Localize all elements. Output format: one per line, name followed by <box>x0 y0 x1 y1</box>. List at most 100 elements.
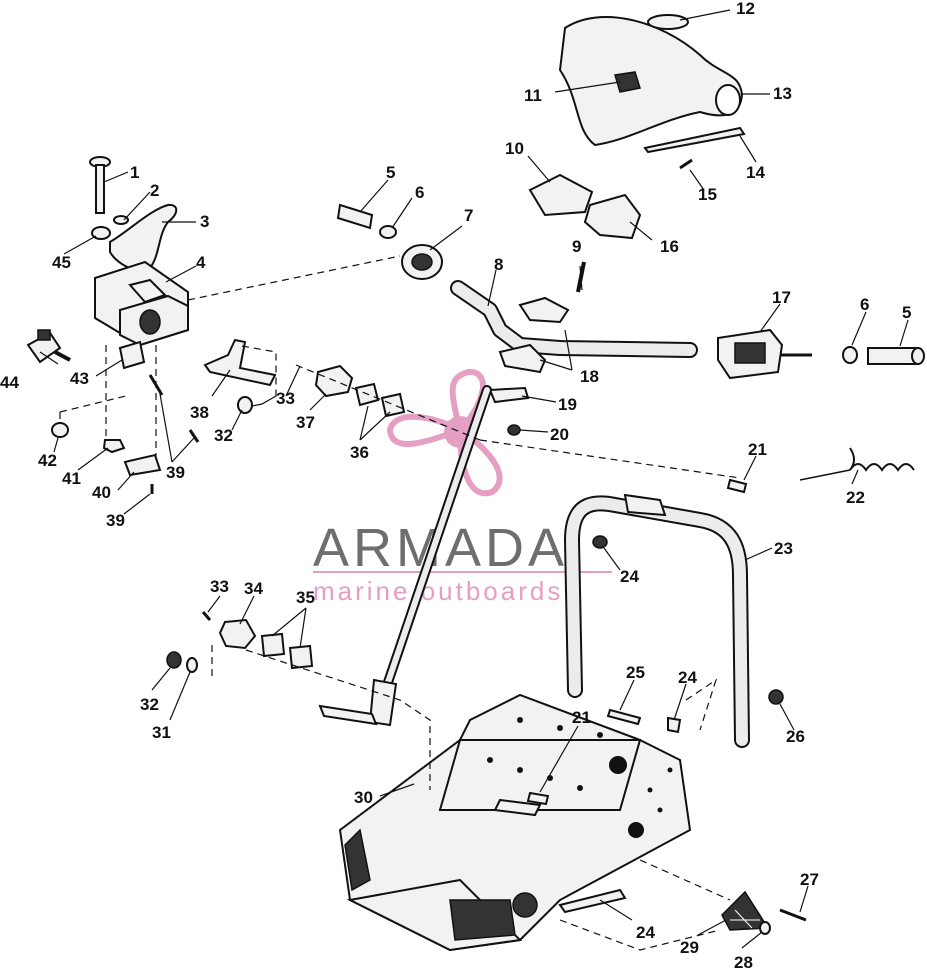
part-clamp-upper <box>518 296 570 324</box>
part-screw-27 <box>779 908 807 922</box>
part-emblem-12 <box>647 14 689 30</box>
callout-22: 22 <box>846 488 865 507</box>
part-switch-44 <box>26 329 71 364</box>
part-switch-10 <box>528 173 594 217</box>
callout-29: 29 <box>680 938 699 957</box>
part-bracket-38 <box>203 338 277 387</box>
callout-5b: 5 <box>902 303 911 322</box>
callout-45: 45 <box>52 253 71 272</box>
part-bracket-19 <box>488 386 530 404</box>
callout-37: 37 <box>296 413 315 432</box>
callout-20: 20 <box>550 425 569 444</box>
part-bracket-43 <box>118 340 146 370</box>
callout-43: 43 <box>70 369 89 388</box>
callout-38: 38 <box>190 403 209 422</box>
part-frame-tube-23 <box>564 493 750 748</box>
callout-21b: 21 <box>572 708 591 727</box>
leader-lines <box>39 9 909 949</box>
callout-6b: 6 <box>860 295 869 314</box>
callout-24b: 24 <box>678 668 697 687</box>
watermark-tagline: marine outboards <box>313 576 563 606</box>
part-housing-16 <box>583 193 642 240</box>
callout-33a: 33 <box>276 389 295 408</box>
part-washer-28 <box>759 921 771 935</box>
callout-27: 27 <box>800 870 819 889</box>
callout-30: 30 <box>354 788 373 807</box>
callout-34: 34 <box>244 579 263 598</box>
part-trim-14 <box>643 126 746 154</box>
callout-44: 44 <box>0 373 19 392</box>
part-bolt-1 <box>89 156 111 214</box>
part-grip-5a <box>336 203 374 230</box>
callout-12: 12 <box>736 0 755 18</box>
callout-24c: 24 <box>636 923 655 942</box>
part-nut-24a <box>592 535 608 549</box>
callout-4: 4 <box>196 253 206 272</box>
part-nut-20 <box>507 424 521 436</box>
callout-15: 15 <box>698 185 717 204</box>
part-lever-3 <box>109 203 178 272</box>
callout-21a: 21 <box>748 440 767 459</box>
callout-40: 40 <box>92 483 111 502</box>
part-cap-6a <box>379 225 397 239</box>
part-grip-5b <box>867 347 925 365</box>
part-washer-45 <box>91 226 111 240</box>
callout-31: 31 <box>152 723 171 742</box>
callout-23: 23 <box>774 539 793 558</box>
callout-9: 9 <box>572 237 581 256</box>
part-screw-33b <box>201 611 212 621</box>
part-bolt-21b <box>526 791 550 806</box>
part-bushings-36 <box>354 382 406 418</box>
callout-33b: 33 <box>210 577 229 596</box>
callout-35: 35 <box>296 588 315 607</box>
callout-39b: 39 <box>106 511 125 530</box>
callout-32b: 32 <box>140 695 159 714</box>
callout-14: 14 <box>746 163 765 182</box>
part-cable-22 <box>799 447 915 481</box>
callout-36: 36 <box>350 443 369 462</box>
part-bolt-25 <box>606 708 642 726</box>
callout-42: 42 <box>38 451 57 470</box>
callout-10: 10 <box>505 139 524 158</box>
callout-6a: 6 <box>415 183 424 202</box>
part-housing-4 <box>94 260 189 347</box>
callout-41: 41 <box>62 469 81 488</box>
part-nut-32b <box>166 651 182 669</box>
callout-8: 8 <box>494 255 503 274</box>
part-screw-15 <box>679 158 693 170</box>
part-clip-24b <box>667 716 682 734</box>
part-cap-6b <box>842 346 858 364</box>
part-bracket-24c <box>558 888 627 914</box>
part-grommet-42 <box>51 422 69 438</box>
callout-16: 16 <box>660 237 679 256</box>
part-pin-21a <box>726 478 748 494</box>
callout-1: 1 <box>130 163 139 182</box>
part-hood-11 <box>558 16 744 147</box>
callout-25: 25 <box>626 663 645 682</box>
part-clamp-18 <box>498 343 547 374</box>
callout-13: 13 <box>773 84 792 103</box>
part-chassis <box>338 693 692 952</box>
part-steering-column <box>318 385 492 727</box>
part-handlebar-8 <box>450 280 698 358</box>
part-plate-40 <box>123 453 162 477</box>
callout-2: 2 <box>150 181 159 200</box>
part-bushings-35 <box>260 632 314 670</box>
part-control-17 <box>717 328 812 380</box>
callout-5a: 5 <box>386 163 395 182</box>
callout-3: 3 <box>200 212 209 231</box>
part-clip-2 <box>113 215 129 225</box>
part-nut-41 <box>102 439 126 454</box>
assembly-lines <box>59 255 741 951</box>
callout-24a: 24 <box>620 567 639 586</box>
callout-26: 26 <box>786 727 805 746</box>
part-nut-32a <box>237 396 253 414</box>
callout-19: 19 <box>558 395 577 414</box>
callout-28: 28 <box>734 953 753 971</box>
part-washer-31 <box>186 657 198 673</box>
callout-17: 17 <box>772 288 791 307</box>
callout-18: 18 <box>580 367 599 386</box>
callout-39a: 39 <box>166 463 185 482</box>
